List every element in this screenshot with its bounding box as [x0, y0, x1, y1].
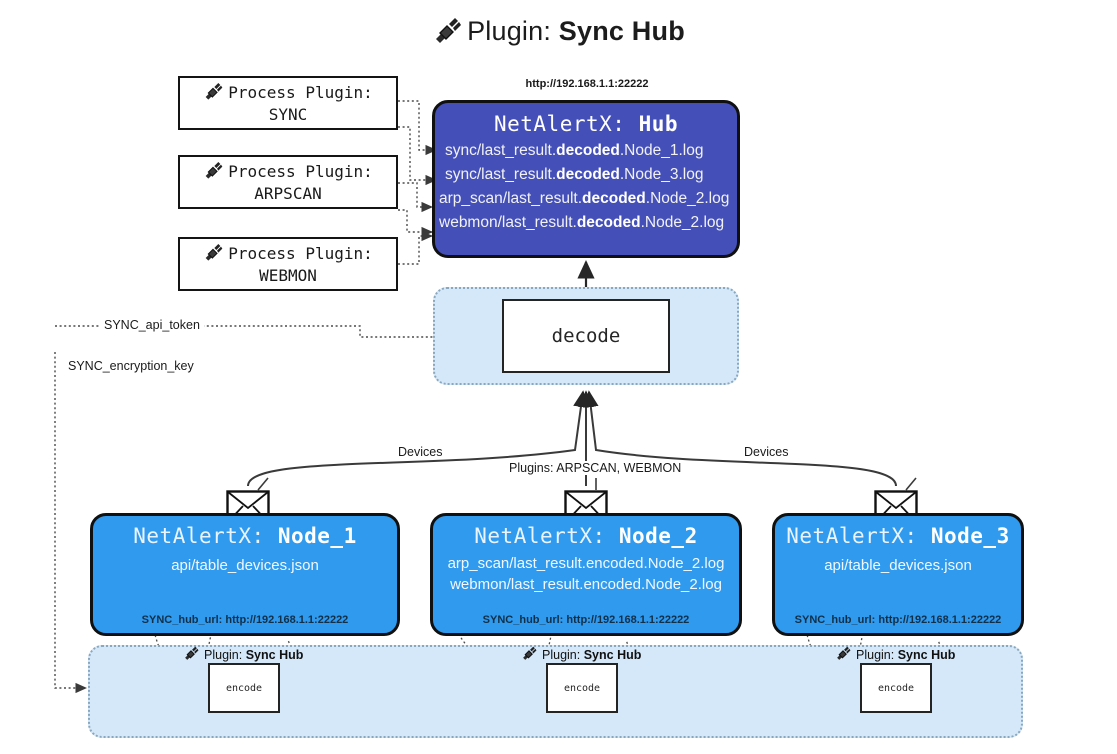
caption-prefix: Plugin:: [856, 647, 895, 662]
node-title: NetAlertX: Node_3: [775, 524, 1021, 548]
hub-title: NetAlertX: Hub: [435, 112, 737, 136]
hub-title-prefix: NetAlertX:: [493, 112, 626, 136]
page-title: Plugin: Sync Hub: [0, 16, 1117, 50]
hub-node[interactable]: NetAlertX: Hub sync/last_result.decoded.…: [432, 100, 740, 258]
caption-prefix: Plugin:: [204, 647, 243, 662]
log-post: .Node_2.log: [645, 190, 730, 207]
caption-prefix: Plugin:: [542, 647, 581, 662]
node-title-name: Node_1: [277, 524, 357, 548]
process-plugin-label: Process Plugin:: [228, 162, 373, 182]
log-mid: decoded: [556, 166, 620, 183]
log-mid: decoded: [576, 214, 641, 231]
encode-box-2[interactable]: encode: [546, 663, 618, 713]
node-card-node-3[interactable]: NetAlertX: Node_3 api/table_devices.json…: [772, 513, 1024, 636]
node-line: api/table_devices.json: [824, 557, 972, 574]
encode-zone-caption-1: Plugin: Sync Hub: [183, 646, 303, 663]
node-title-prefix: NetAlertX:: [474, 524, 606, 548]
hub-log-line: arp_scan/last_result.decoded.Node_2.log: [435, 190, 737, 208]
hub-log-line: webmon/last_result.decoded.Node_2.log: [435, 214, 737, 232]
node-title-name: Node_3: [930, 524, 1010, 548]
encode-zone-caption-2: Plugin: Sync Hub: [521, 646, 641, 663]
node-title: NetAlertX: Node_2: [433, 524, 739, 548]
caption-name: Sync Hub: [245, 647, 304, 662]
node-hub-url: SYNC_hub_url: http://192.168.1.1:22222: [482, 614, 690, 626]
node-title-prefix: NetAlertX:: [133, 524, 265, 548]
page-title-prefix: Plugin:: [467, 16, 552, 46]
plug-icon: [203, 243, 223, 266]
log-pre: sync/last_result.: [445, 142, 557, 159]
devices-label-left: Devices: [394, 445, 447, 459]
log-mid: decoded: [556, 142, 620, 159]
node-hub-url: SYNC_hub_url: http://192.168.1.1:22222: [794, 614, 1002, 626]
log-pre: arp_scan/last_result.: [439, 190, 583, 207]
encode-box-3[interactable]: encode: [860, 663, 932, 713]
process-plugin-name: WEBMON: [259, 265, 317, 285]
hub-log-line: sync/last_result.decoded.Node_3.log: [435, 166, 737, 184]
hub-title-name: Hub: [638, 112, 679, 136]
devices-label-right: Devices: [740, 445, 793, 459]
plug-icon: [432, 17, 462, 50]
log-pre: webmon/last_result.: [439, 214, 577, 231]
node-title: NetAlertX: Node_1: [93, 524, 397, 548]
node-title-name: Node_2: [618, 524, 698, 548]
plug-icon: [183, 646, 199, 663]
hub-url-label: http://192.168.1.1:22222: [525, 78, 649, 90]
node-card-node-1[interactable]: NetAlertX: Node_1 api/table_devices.json…: [90, 513, 400, 636]
caption-name: Sync Hub: [897, 647, 956, 662]
decode-box[interactable]: decode: [502, 299, 670, 373]
sync-encryption-key-label: SYNC_encryption_key: [64, 359, 198, 373]
process-plugin-webmon[interactable]: Process Plugin: WEBMON: [178, 237, 398, 291]
node-hub-url: SYNC_hub_url: http://192.168.1.1:22222: [141, 614, 349, 626]
log-mid: decoded: [582, 190, 646, 207]
node-card-node-2[interactable]: NetAlertX: Node_2 arp_scan/last_result.e…: [430, 513, 742, 636]
plug-icon: [521, 646, 537, 663]
hub-log-line: sync/last_result.decoded.Node_1.log: [435, 142, 737, 160]
encode-box-1[interactable]: encode: [208, 663, 280, 713]
node-line: arp_scan/last_result.encoded.Node_2.log: [447, 555, 725, 572]
process-plugin-arpscan[interactable]: Process Plugin: ARPSCAN: [178, 155, 398, 209]
sync-api-token-label: SYNC_api_token: [100, 318, 204, 332]
plugins-label-middle: Plugins: ARPSCAN, WEBMON: [505, 461, 686, 475]
node-title-prefix: NetAlertX:: [786, 524, 918, 548]
process-plugin-name: SYNC: [268, 104, 308, 124]
process-plugin-label: Process Plugin:: [228, 244, 373, 264]
node-line: api/table_devices.json: [171, 557, 319, 574]
plug-icon: [203, 82, 223, 105]
process-plugin-name: ARPSCAN: [254, 183, 322, 203]
log-post: .Node_1.log: [619, 142, 704, 159]
node-line: webmon/last_result.encoded.Node_2.log: [450, 576, 722, 593]
log-post: .Node_3.log: [619, 166, 704, 183]
process-plugin-sync[interactable]: Process Plugin: SYNC: [178, 76, 398, 130]
plug-icon: [835, 646, 851, 663]
log-pre: sync/last_result.: [445, 166, 557, 183]
plug-icon: [203, 161, 223, 184]
process-plugin-label: Process Plugin:: [228, 83, 373, 103]
caption-name: Sync Hub: [583, 647, 642, 662]
page-title-name: Sync Hub: [558, 16, 685, 46]
log-post: .Node_2.log: [640, 214, 725, 231]
encode-zone-caption-3: Plugin: Sync Hub: [835, 646, 955, 663]
